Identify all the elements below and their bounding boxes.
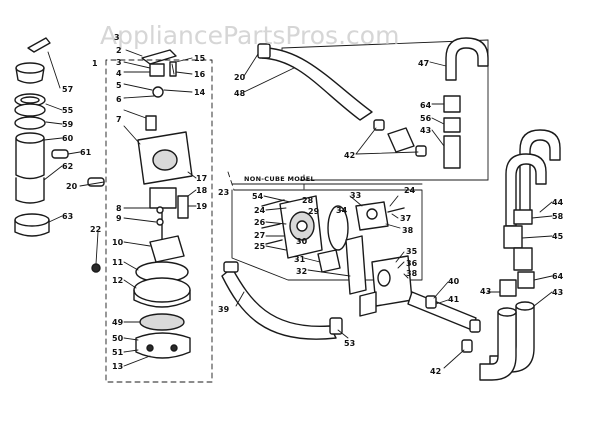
part-label-16: 16 [194, 70, 206, 79]
part-label-39: 39 [218, 305, 230, 314]
lower-hoses [221, 261, 481, 353]
part-label-19: 19 [196, 202, 208, 211]
part-label-54: 54 [252, 192, 264, 201]
part-label-42-top: 42 [344, 151, 355, 160]
part-label-24: 24 [254, 206, 266, 215]
part-label-12: 12 [112, 276, 123, 285]
part-label-7: 7 [116, 115, 122, 124]
part-label-37: 37 [400, 214, 411, 223]
part-label-62: 62 [62, 162, 73, 171]
left-leaders [43, 51, 105, 265]
part-label-1: 1 [92, 59, 98, 68]
part-label-13: 13 [112, 362, 123, 371]
noncube-parts [261, 195, 413, 317]
part-label-23: 23 [218, 188, 229, 197]
part-label-38: 38 [402, 226, 414, 235]
part-label-51: 51 [112, 348, 124, 357]
part-label-53: 53 [344, 339, 355, 348]
part-label-29: 29 [308, 207, 320, 216]
part-label-38-lower: 38 [406, 269, 418, 278]
part-label-56: 56 [420, 114, 432, 123]
part-label-20-top: 20 [234, 73, 246, 82]
part-label-27: 27 [254, 231, 265, 240]
part-label-50: 50 [112, 334, 124, 343]
part-label-11: 11 [112, 258, 124, 267]
part-label-10: 10 [112, 238, 124, 247]
top-hoses [257, 37, 489, 169]
part-label-64-right: 64 [552, 272, 564, 281]
part-label-31: 31 [294, 255, 306, 264]
part-label-63: 63 [62, 212, 73, 221]
part-label-43-right: 43 [552, 288, 563, 297]
part-label-25: 25 [254, 242, 266, 251]
watermark-text: AppliancePartsPros.com [100, 21, 399, 50]
part-labels: 57 55 59 60 61 62 20 63 22 1 2 3 4 5 6 7… [62, 33, 564, 376]
part-label-58: 58 [552, 212, 564, 221]
part-label-57: 57 [62, 85, 73, 94]
part-label-59: 59 [62, 120, 74, 129]
part-label-36: 36 [406, 259, 418, 268]
part-label-26: 26 [254, 218, 266, 227]
part-label-48: 48 [234, 89, 246, 98]
part-label-42-bottom: 42 [430, 367, 441, 376]
noncube-leaders [263, 195, 409, 279]
part-label-49: 49 [112, 318, 124, 327]
part-label-14: 14 [194, 88, 206, 97]
part-label-15: 15 [194, 54, 206, 63]
part-label-20: 20 [66, 182, 78, 191]
top-hose-leaders [243, 53, 447, 155]
part-label-6: 6 [116, 95, 122, 104]
part-label-45: 45 [552, 232, 564, 241]
part-label-41: 41 [448, 295, 460, 304]
part-label-8: 8 [116, 204, 122, 213]
part-label-61: 61 [80, 148, 92, 157]
part-label-5: 5 [116, 81, 122, 90]
part-label-2: 2 [116, 46, 122, 55]
left-seal-parts [14, 37, 105, 273]
part-label-9: 9 [116, 214, 122, 223]
part-label-3-top: 3 [114, 33, 120, 42]
part-label-30: 30 [296, 237, 308, 246]
part-label-17: 17 [196, 174, 207, 183]
pump-assembly-frame [105, 59, 213, 383]
lower-leaders [235, 281, 465, 369]
part-label-32: 32 [296, 267, 307, 276]
part-label-18: 18 [196, 186, 208, 195]
part-label-4: 4 [116, 69, 122, 78]
part-label-60: 60 [62, 134, 74, 143]
part-label-34: 34 [336, 206, 348, 215]
pump-assembly [133, 49, 193, 359]
part-label-3: 3 [116, 58, 122, 67]
part-label-33: 33 [350, 191, 361, 200]
right-hose-stack [479, 129, 561, 381]
part-label-22: 22 [90, 225, 101, 234]
part-label-40: 40 [448, 277, 460, 286]
pump-leaders [123, 49, 197, 367]
noncube-model-label: NON-CUBE MODEL [244, 175, 315, 183]
part-label-43-top: 43 [420, 126, 431, 135]
right-leaders [487, 201, 553, 307]
part-label-47: 47 [418, 59, 429, 68]
part-label-24-right: 24 [404, 186, 416, 195]
part-label-44: 44 [552, 198, 564, 207]
part-label-64-top: 64 [420, 101, 432, 110]
part-label-55: 55 [62, 106, 74, 115]
part-label-28: 28 [302, 196, 314, 205]
part-label-35: 35 [406, 247, 418, 256]
part-label-43-left: 43 [480, 287, 491, 296]
